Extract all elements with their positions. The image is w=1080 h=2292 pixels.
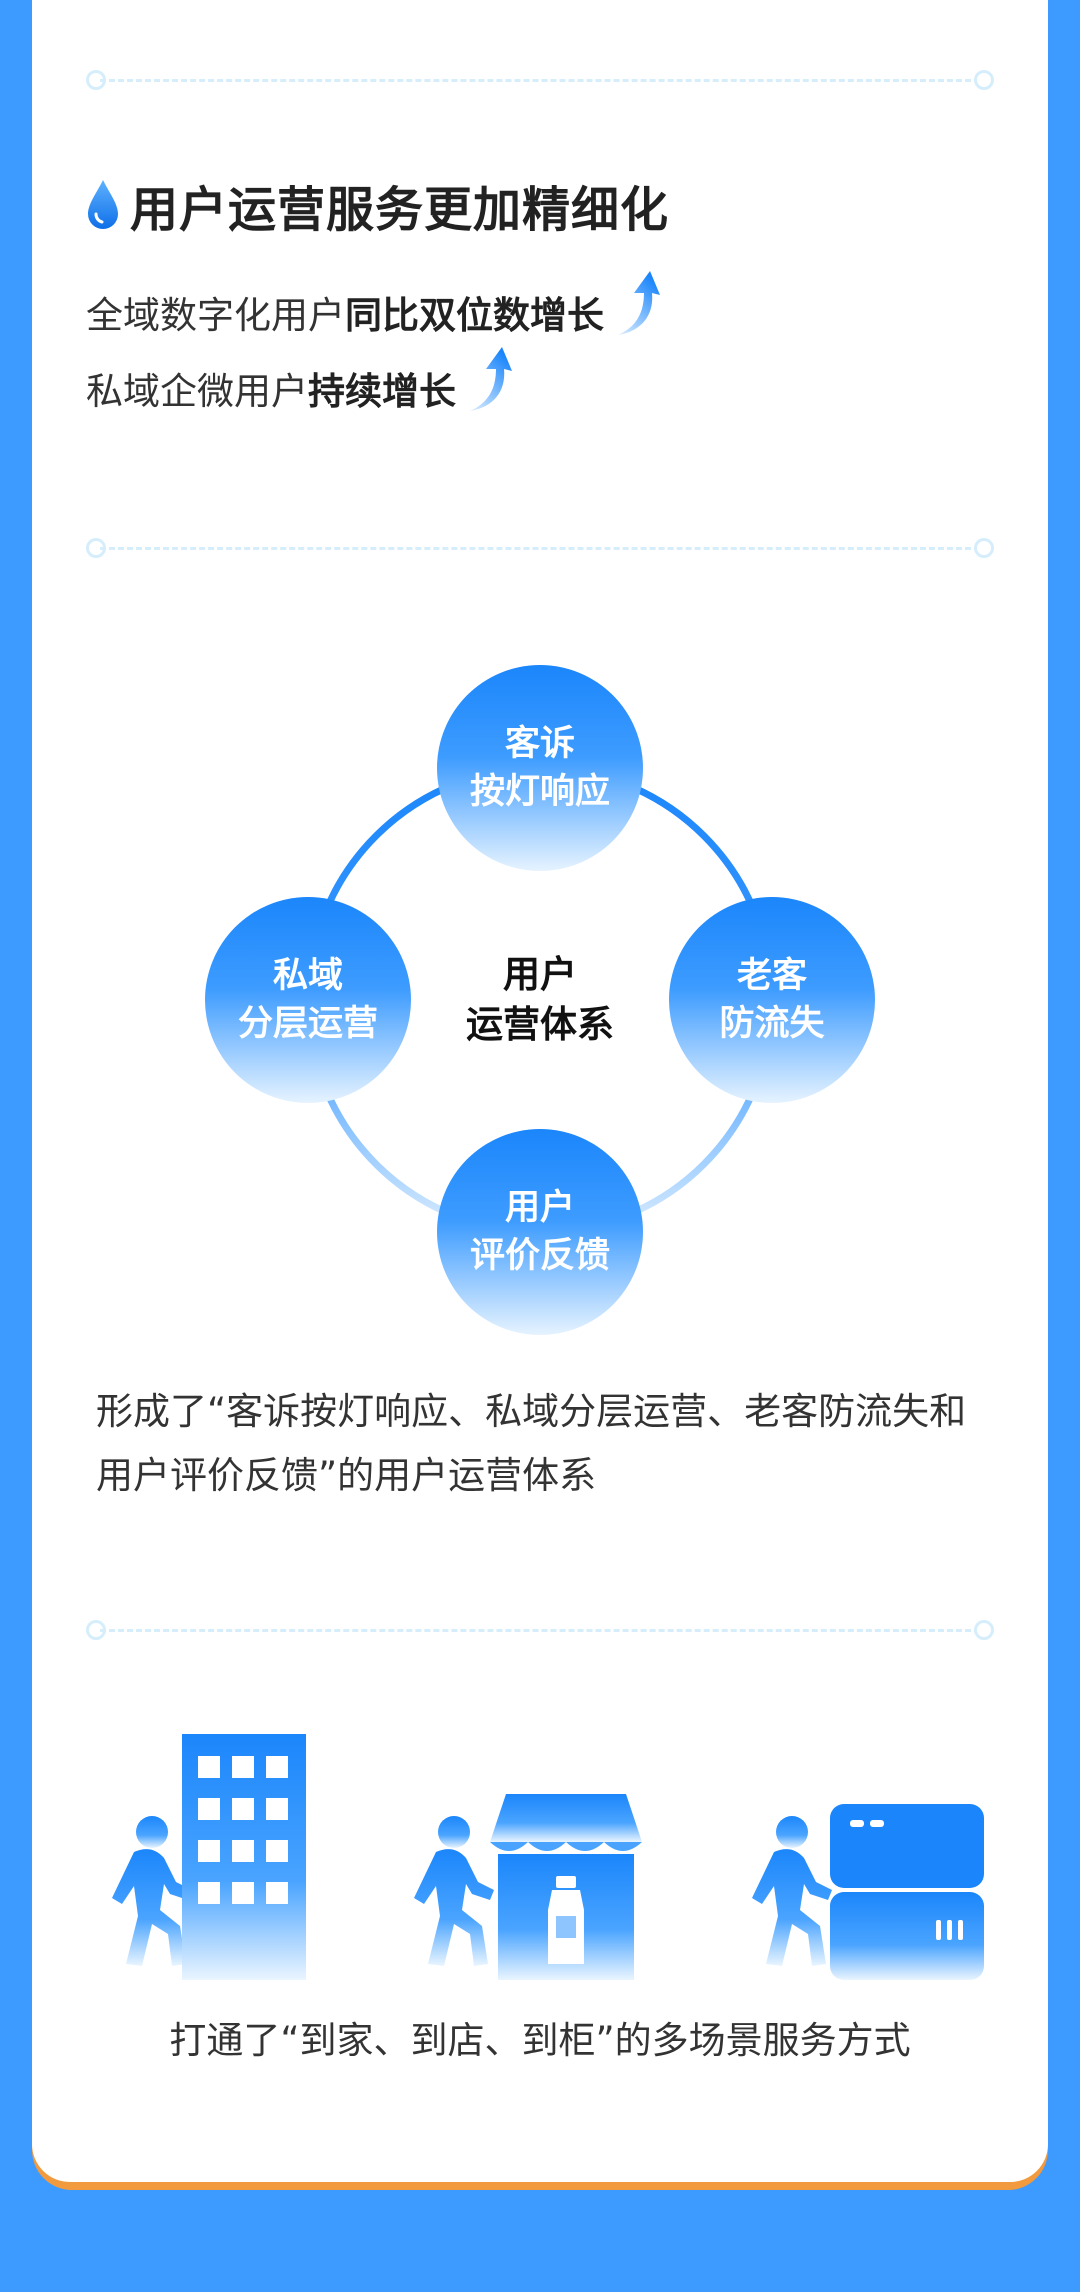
node-label-line2: 按灯响应 — [469, 772, 610, 812]
up-arrow-icon — [618, 271, 660, 335]
node-private-domain: 私域 分层运营 — [205, 897, 411, 1103]
up-arrow-icon — [470, 347, 512, 411]
smart-cabinet-icon — [830, 1804, 984, 1980]
store-icon — [490, 1794, 642, 1980]
node-label-line1: 用户 — [504, 1188, 575, 1228]
walking-person-icon — [752, 1816, 832, 1966]
stat-line-2-text: 私域企微用户 — [86, 370, 308, 413]
node-label-line2: 评价反馈 — [469, 1236, 610, 1276]
scenes-caption: 打通了“到家、到店、到柜”的多场景服务方式 — [169, 2019, 911, 2062]
stat-line-2-highlight: 持续增长 — [308, 370, 456, 413]
walking-person-icon — [112, 1816, 192, 1966]
office-building-icon — [182, 1734, 306, 1980]
center-label-line2: 运营体系 — [466, 1003, 614, 1046]
water-drop-icon — [88, 180, 118, 229]
stat-line-1: 全域数字化用户 同比双位数增长 — [86, 271, 662, 342]
cycle-description: 形成了“客诉按灯响应、私域分层运营、老客防流失和用户评价反馈”的用户运营体系 — [96, 1390, 967, 1497]
node-user-feedback: 用户 评价反馈 — [437, 1129, 643, 1335]
section-divider — [86, 70, 994, 90]
node-complaint-response: 客诉 按灯响应 — [437, 665, 643, 871]
node-customer-retention: 老客 防流失 — [669, 897, 875, 1103]
node-label-line2: 分层运营 — [237, 1004, 378, 1044]
node-label-line1: 私域 — [272, 956, 343, 996]
section-divider — [86, 538, 994, 558]
node-label-line2: 防流失 — [719, 1004, 825, 1044]
user-operation-cycle: 客诉 按灯响应 老客 防流失 用户 评价反馈 私域 分层运营 用户 运营体系 — [200, 660, 880, 1340]
node-label-line1: 老客 — [736, 956, 807, 996]
stat-line-1-highlight: 同比双位数增长 — [345, 294, 604, 337]
walking-person-icon — [414, 1816, 494, 1966]
section-divider — [86, 1620, 994, 1640]
section-heading: 用户运营服务更加精细化 — [86, 170, 669, 240]
service-scenes-illustration — [112, 1734, 984, 1980]
center-label-line1: 用户 — [503, 953, 577, 996]
node-label-line1: 客诉 — [504, 724, 575, 764]
cycle-center-label: 用户 运营体系 — [420, 950, 660, 1050]
heading-text: 用户运营服务更加精细化 — [130, 182, 670, 238]
stat-line-2: 私域企微用户 持续增长 — [86, 347, 514, 418]
stat-line-1-text: 全域数字化用户 — [86, 294, 345, 337]
